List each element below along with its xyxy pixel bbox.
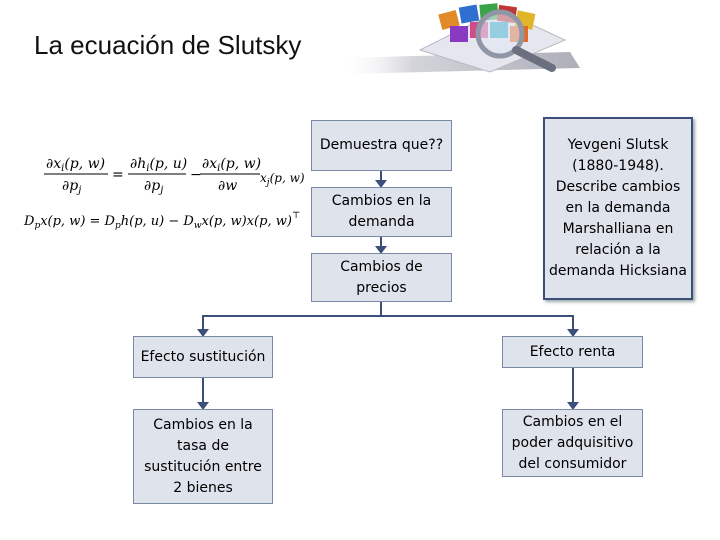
box-cambios-demanda: Cambios en la demanda	[311, 187, 452, 237]
box-efecto-renta: Efecto renta	[502, 336, 643, 368]
box-efecto-sustitucion: Efecto sustitución	[133, 336, 273, 378]
box-biografia-slutsky: Yevgeni Slutsk (1880-1948). Describe cam…	[543, 117, 693, 300]
box-cambios-tasa: Cambios en la tasa de sustitución entre …	[133, 409, 273, 504]
box-demuestra: Demuestra que??	[311, 120, 452, 171]
box-cambios-poder: Cambios en el poder adquisitivo del cons…	[502, 409, 643, 477]
box-cambios-precios: Cambios de precios	[311, 253, 452, 302]
